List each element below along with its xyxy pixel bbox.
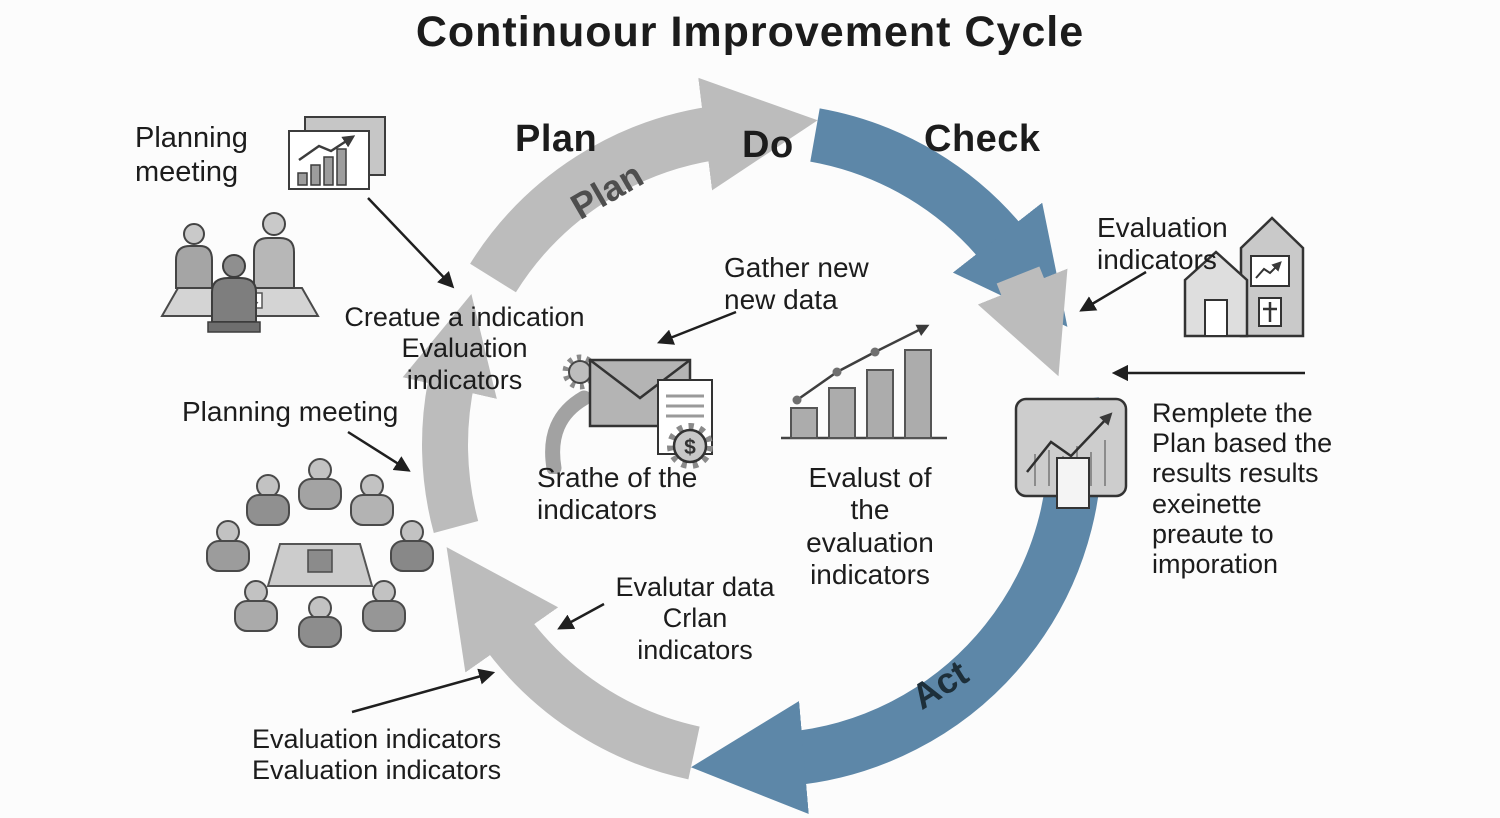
do-arc <box>809 108 1068 327</box>
planning-meeting-illustration <box>150 190 335 348</box>
arrow-evaluate-data-left <box>557 602 605 630</box>
phase-do: Do <box>742 124 794 166</box>
monitor-chart-icon <box>1013 396 1131 514</box>
label-replan-notes: Remplete the Plan based the results resu… <box>1152 398 1333 580</box>
label-gather-new-data: Gather new new data <box>724 252 869 316</box>
label-create-indicators: Creatue a indication Evaluation indicato… <box>344 302 585 395</box>
bar-chart-growth-icon <box>779 314 951 448</box>
bottom-arc <box>446 547 701 780</box>
label-evaluate-data: Evalutar data Crlan indicators <box>615 572 775 665</box>
team-meeting-illustration <box>192 448 444 660</box>
svg-text:$: $ <box>684 436 696 459</box>
plan-arc <box>470 77 818 293</box>
phase-check: Check <box>924 118 1041 160</box>
envelope-gear-icon: $ <box>540 346 720 476</box>
arrow-evaluation-bottom-up <box>351 668 496 714</box>
presentation-chart-icon <box>283 114 391 206</box>
arrow-gather-to-envelope <box>656 310 737 345</box>
label-planning-meeting-left: Planning meeting <box>182 396 399 427</box>
label-state-of-indicators: Srathe of the indicators <box>537 462 698 526</box>
page-title: Continuour Improvement Cycle <box>415 8 1085 56</box>
phase-plan: Plan <box>515 118 598 160</box>
arrow-evaluation-right-down <box>1079 270 1147 312</box>
label-evaluation-indicators-bottom: Evaluation indicators Evaluation indicat… <box>252 724 502 786</box>
check-chevron-arrow <box>977 266 1068 377</box>
buildings-icon <box>1183 206 1315 340</box>
label-evaluation-of-indicators: Evalust of the evaluation indicators <box>806 462 934 591</box>
left-arc <box>402 293 497 534</box>
label-evaluation-indicators-right: Evaluation indicators <box>1097 212 1228 276</box>
arrow-planning-to-team <box>347 430 411 472</box>
arrow-to-create-indicators <box>367 197 455 289</box>
label-planning-meeting-top: Planning meeting <box>135 122 248 188</box>
gear-dollar-icon: $ <box>667 423 713 469</box>
